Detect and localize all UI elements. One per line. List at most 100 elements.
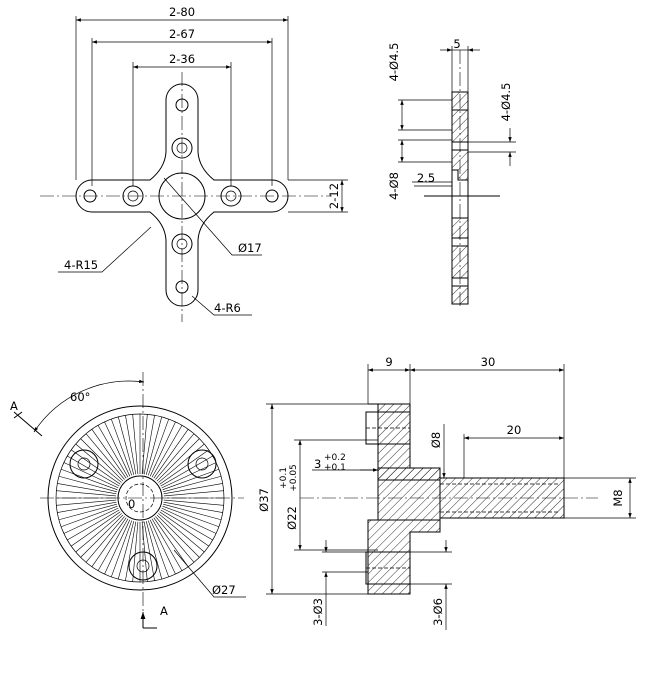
plate-top-view: 2-80 2-67 2-36 2-12 4-R15 Ø17 4-R6 — [40, 5, 348, 322]
side-segment-5 — [451, 245, 469, 279]
center-label: 0 — [128, 497, 135, 511]
rotor-fin — [91, 429, 127, 479]
rotor-fin — [85, 516, 125, 563]
rotor-fin — [117, 416, 135, 475]
leader-r6 — [191, 295, 252, 316]
hole-outer-bottom — [175, 280, 189, 294]
hole-outer-top — [175, 98, 189, 112]
rotor-fin — [147, 520, 170, 578]
dim-tol3a-label: +0.2 — [324, 453, 346, 463]
dim-d3-label: 3 — [314, 457, 321, 471]
rotor-fin — [159, 449, 209, 485]
rotor-fin — [160, 509, 213, 541]
hole-mid-top — [171, 137, 193, 159]
dim-67-label: 2-67 — [169, 27, 195, 41]
side-segment-6 — [451, 285, 469, 305]
side-segment-4 — [451, 217, 469, 239]
rotor-fin — [58, 503, 117, 521]
dim-phi22-label: Ø22 — [285, 506, 299, 530]
rotor-fin — [60, 505, 118, 528]
side-segment-1 — [451, 91, 469, 111]
rotor-fin — [132, 521, 139, 582]
rotor-fin — [162, 505, 220, 528]
rotor-fin — [155, 433, 195, 480]
rotor-fin — [63, 507, 119, 534]
rotor-fin — [125, 415, 137, 475]
rotor-fin — [149, 421, 176, 477]
rotor-fin — [143, 415, 155, 475]
leader-r15 — [58, 226, 152, 273]
rotor-fin — [117, 521, 135, 580]
rotor-fin — [91, 517, 127, 567]
hole-mid-bottom — [171, 233, 193, 255]
rotor-fin — [80, 514, 124, 558]
hub-band-top — [377, 467, 441, 481]
dim-36-label: 2-36 — [169, 52, 195, 66]
side-segment-3 — [451, 149, 469, 181]
dim-phi17-label: Ø17 — [238, 241, 262, 255]
section-a-bottom-label: A — [160, 604, 168, 618]
dim-holes45a-label: 4-Ø4.5 — [387, 43, 401, 82]
dim-tol22b-label: +0.05 — [289, 464, 299, 492]
rotor-fin — [151, 425, 183, 478]
plate-outline — [75, 83, 289, 307]
dim-80-label: 2-80 — [169, 5, 195, 19]
rotor-fin — [151, 518, 183, 571]
dim-w20-label: 20 — [507, 423, 522, 437]
hole-outer-left — [83, 189, 97, 203]
rotor-fin — [125, 521, 137, 581]
rotor-fin — [158, 513, 205, 553]
rotor-fin — [67, 509, 120, 541]
rotor-fin — [85, 433, 125, 480]
rotor-fin — [159, 511, 209, 547]
rotor-fin — [97, 518, 129, 571]
rotor-fin — [132, 414, 139, 475]
rotor-fin — [156, 438, 200, 482]
rotor-fin — [161, 507, 217, 534]
dim-tol3b-label: +0.1 — [324, 463, 346, 473]
hole-mid-right-inner — [225, 190, 237, 202]
leader-phi27 — [173, 549, 246, 598]
dim-holes8-label: 4-Ø8 — [387, 172, 401, 200]
hole-mid-top-inner — [176, 142, 188, 154]
dim-w9-label: 9 — [385, 355, 392, 369]
flange-bottom — [367, 519, 441, 595]
dim-holes45b-label: 4-Ø4.5 — [499, 83, 513, 122]
dim-holes6-label: 3-Ø6 — [431, 598, 445, 626]
rotor-fin — [155, 516, 195, 563]
rotor-fin — [145, 416, 163, 475]
rotor-hole-right — [187, 449, 217, 479]
rotor-fin — [160, 455, 213, 487]
rotor-fin — [104, 421, 131, 477]
dim-phi8-label: Ø8 — [429, 432, 443, 448]
plate-side-view: 5 4-Ø4.5 4-Ø4.5 4-Ø8 2.5 — [387, 37, 516, 306]
dim-r6-label: 4-R6 — [214, 301, 241, 315]
rotor-fin — [104, 519, 131, 575]
rotor-fin — [56, 499, 117, 506]
dim-w30-label: 30 — [481, 355, 496, 369]
dim-r15-label: 4-R15 — [64, 258, 98, 272]
rotor-fin — [71, 449, 121, 485]
dim-phi27-label: Ø27 — [212, 583, 236, 597]
rotor-fin — [162, 468, 220, 491]
rotor-fin — [56, 490, 117, 497]
rotor-fin — [163, 483, 223, 495]
hole-outer-right — [265, 189, 279, 203]
rotor-fin — [80, 438, 124, 482]
rotor-fin — [67, 455, 120, 487]
dim-12-label: 2-12 — [327, 183, 341, 209]
rotor-fin — [163, 475, 222, 493]
section-line-top — [13, 411, 43, 437]
rotor-fin — [110, 520, 133, 578]
rotor-hole-right-inner — [195, 457, 209, 471]
rotor-fin — [58, 475, 117, 493]
hole-mid-bottom-inner — [176, 238, 188, 250]
rotor-fin — [158, 443, 205, 483]
rotor-fin — [163, 499, 224, 506]
rotor-fin — [153, 517, 189, 567]
dim-t25-label: 2.5 — [417, 171, 435, 185]
rotor-fin — [75, 513, 122, 553]
section-a-top-label: A — [10, 399, 18, 413]
rotor-fin — [149, 519, 176, 575]
